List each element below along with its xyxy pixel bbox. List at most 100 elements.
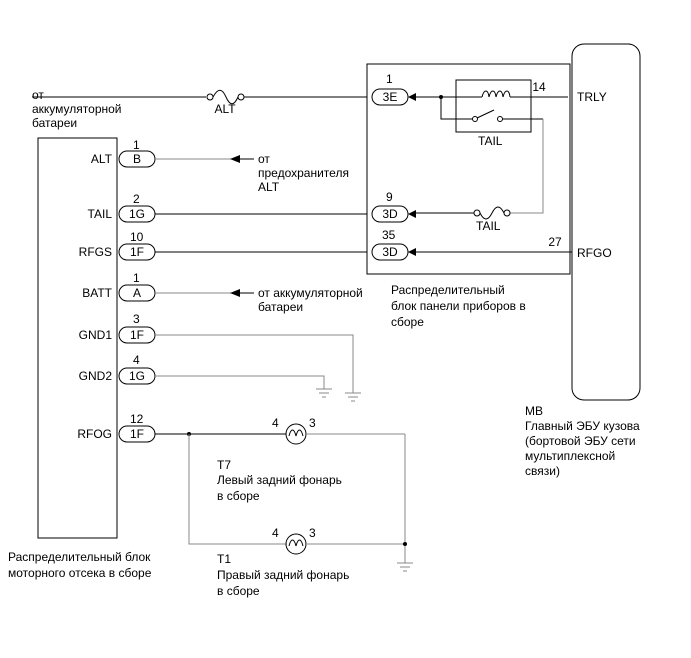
engine-pin-name: RFOG [77,427,112,441]
engine-pin-rfog: RFOG 12 1F [77,412,286,443]
engine-block-caption-line-2: моторного отсека в сборе [8,566,152,580]
battery-source-line-1: от [32,88,44,102]
arrow-left-icon [230,155,240,163]
engine-pin-tail: TAIL 2 1G [88,192,372,223]
engine-pin-number: 3 [133,312,140,326]
engine-pin-number: 1 [133,271,140,285]
svg-text:мультиплексной: мультиплексной [525,449,615,463]
relay-coil-icon [481,90,511,98]
terminal-arrow-icon [408,248,416,256]
svg-text:Главный ЭБУ кузова: Главный ЭБУ кузова [525,419,640,433]
tail-fuse-icon [473,206,511,220]
battery-source-label: от аккумуляторной батареи [32,88,122,130]
splice-dot [403,542,407,546]
engine-pin-name: GND1 [79,328,113,342]
engine-pin-number: 4 [133,353,140,367]
connector-code: 3D [382,207,398,221]
lamp-t7: 4 3 T7 Левый задний фонарь в сборе [217,416,405,503]
panel-pin-3d-tail: 9 3D [371,190,416,223]
ecu-pin-number: 14 [532,80,546,94]
engine-pin-gnd1: GND1 3 1F [79,312,354,393]
lamp-caption-line-1: Правый задний фонарь [217,568,349,582]
engine-pin-name: TAIL [88,207,113,221]
ecu-pin-name: RFGO [577,246,612,260]
connector-code: 1F [130,427,144,441]
lamp-pin-in: 4 [272,526,279,540]
lamp-code: T7 [217,458,231,472]
lamp-caption-line-2: в сборе [217,584,260,598]
battery-source-line-3: батареи [32,116,77,130]
connector-code: 3E [383,90,398,104]
bulb-icon [285,533,307,555]
engine-pin-number: 1 [133,138,140,152]
svg-text:от: от [258,152,270,166]
connector-code: 1F [130,245,144,259]
lamp-pin-in: 4 [272,416,279,430]
svg-text:сборе: сборе [391,315,424,329]
svg-text:от аккумуляторной: от аккумуляторной [258,286,363,300]
body-ecu-caption: MB Главный ЭБУ кузова (бортовой ЭБУ сети… [525,404,640,478]
engine-block-body [37,137,118,539]
connector-code: 1F [130,328,144,342]
engine-block-caption-line-1: Распределительный блок [8,550,151,564]
tail-relay-label: TAIL [478,134,503,148]
panel-pin-number: 35 [382,228,396,242]
alt-fuse-icon [206,89,245,105]
terminal-arrow-icon [408,210,416,218]
svg-text:связи): связи) [525,464,560,478]
svg-text:батареи: батареи [258,300,303,314]
engine-pin-number: 10 [130,230,144,244]
lamp-branch-wire [188,434,286,545]
ground-icon [316,388,332,398]
relay-switch-icon [472,109,503,122]
battery-source-2-label: от аккумуляторной батареи [258,286,363,314]
engine-pin-gnd2: GND2 4 1G [79,353,325,389]
lamp-caption-line-2: в сборе [217,489,260,503]
panel-pin-number: 9 [386,190,393,204]
lamp-pin-out: 3 [309,526,316,540]
svg-text:блок панели приборов в: блок панели приборов в [391,299,526,313]
ecu-pin-number: 27 [548,235,562,249]
engine-pin-name: BATT [82,286,112,300]
tail-fuse-label: TAIL [476,219,501,233]
engine-pin-number: 2 [133,192,140,206]
lamp-t1: 4 3 T1 Правый задний фонарь в сборе [217,526,405,598]
engine-pin-name: RFGS [79,245,112,259]
connector-code: 1G [129,207,145,221]
tail-relay-box [455,79,532,133]
svg-text:(бортовой ЭБУ сети: (бортовой ЭБУ сети [525,434,636,448]
svg-text:ALT: ALT [258,180,280,194]
arrow-left-icon [230,289,240,297]
terminal-arrow-icon [408,93,416,101]
engine-pin-batt: BATT 1 A [82,271,254,302]
engine-block-caption: Распределительный блок моторного отсека … [8,550,152,580]
engine-pin-name: GND2 [79,369,113,383]
ecu-pin-name: TRLY [577,90,607,104]
panel-pin-3d-rfgs: 35 3D [371,228,416,261]
lamp-pin-out: 3 [309,416,316,430]
engine-pin-name: ALT [91,152,113,166]
ground-icon [397,562,413,572]
panel-pin-number: 1 [386,72,393,86]
lamp-code: T1 [217,552,231,566]
engine-pin-rfgs: RFGS 10 1F [79,230,372,261]
lamp-caption-line-1: Левый задний фонарь [217,473,342,487]
alt-fuse-source-label: от предохранителя ALT [258,152,349,194]
alt-fuse-label: ALT [214,102,236,116]
connector-code: 1G [129,369,145,383]
connector-code: B [133,152,141,166]
body-ecu-code: MB [525,404,543,418]
connector-code: 3D [382,245,398,259]
svg-text:предохранителя: предохранителя [258,166,349,180]
battery-source-line-2: аккумуляторной [32,102,122,116]
panel-block-caption: Распределительный блок панели приборов в… [391,283,526,329]
svg-text:Распределительный: Распределительный [391,283,505,297]
body-ecu-body [571,43,641,401]
ground-icon [345,392,361,402]
bulb-icon [285,423,307,445]
panel-pin-3e: 1 3E [371,72,416,106]
engine-pin-alt: ALT 1 B [91,138,254,168]
engine-pin-number: 12 [130,412,144,426]
connector-code: A [133,286,141,300]
